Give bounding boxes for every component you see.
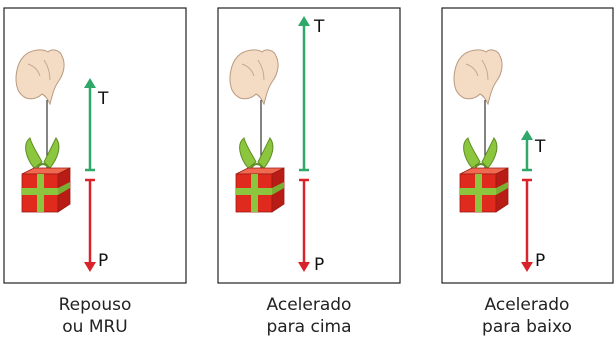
panel-frame xyxy=(441,7,614,284)
panel-rest: T P xyxy=(3,7,187,284)
hand-icon xyxy=(15,49,65,105)
caption-line: para baixo xyxy=(482,317,572,337)
weight-label: P xyxy=(98,251,108,271)
weight-vector xyxy=(84,178,96,272)
weight-vector xyxy=(521,178,533,272)
tension-vector xyxy=(298,16,310,172)
weight-vector xyxy=(298,178,310,272)
tension-vector xyxy=(84,78,96,172)
hand-icon xyxy=(229,49,279,105)
tension-label: T xyxy=(534,137,546,157)
caption-line: Repouso xyxy=(58,295,132,315)
caption-rest: Repouso ou MRU xyxy=(20,294,170,338)
panel-down: T P xyxy=(441,7,614,284)
weight-label: P xyxy=(535,251,545,271)
tension-label: T xyxy=(313,17,325,37)
caption-line: para cima xyxy=(266,317,352,337)
tension-vector xyxy=(521,130,533,172)
hand-icon xyxy=(453,49,503,105)
caption-line: ou MRU xyxy=(62,317,128,337)
tension-label: T xyxy=(97,89,109,109)
panel-up: T P xyxy=(217,7,401,284)
panel-frame xyxy=(3,7,187,284)
gift-box-icon xyxy=(235,137,285,213)
panel-frame xyxy=(217,7,401,284)
weight-label: P xyxy=(314,255,324,275)
caption-down: Acelerado para baixo xyxy=(452,294,602,338)
gift-box-icon xyxy=(459,137,509,213)
gift-box-icon xyxy=(21,137,71,213)
caption-line: Acelerado xyxy=(266,295,352,315)
caption-up: Acelerado para cima xyxy=(234,294,384,338)
caption-line: Acelerado xyxy=(484,295,570,315)
